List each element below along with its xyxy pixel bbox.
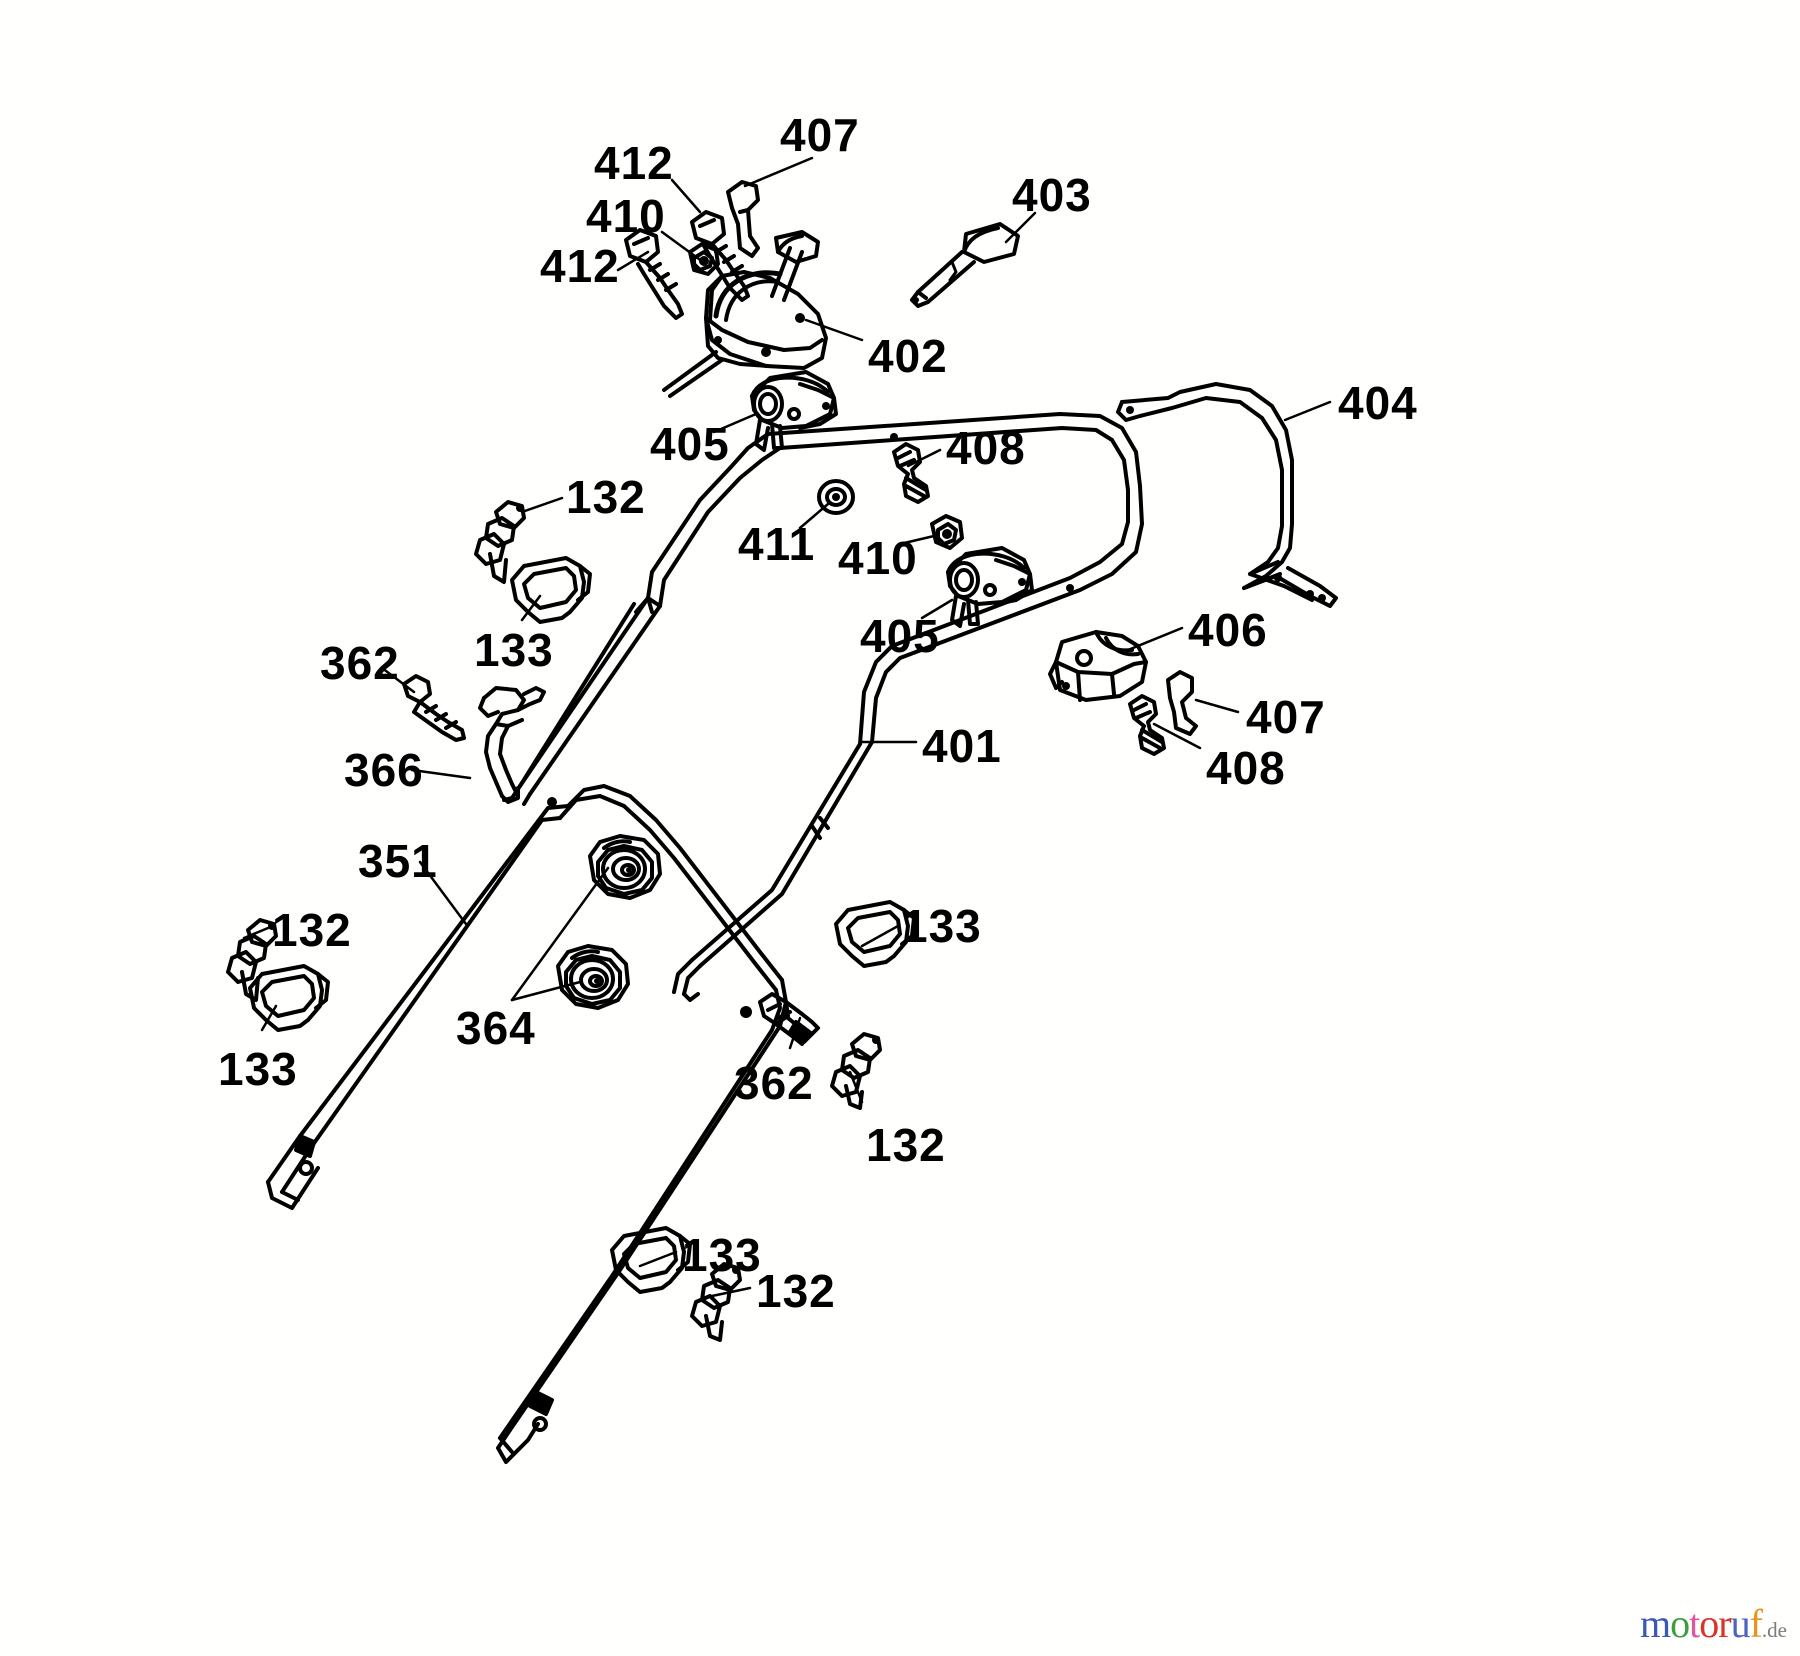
callout-411-10: 411: [738, 518, 816, 570]
callout-405-6: 405: [650, 418, 730, 470]
callout-412-3: 412: [540, 240, 620, 292]
callout-403-4: 403: [1012, 169, 1092, 221]
leader-line-133: [638, 1250, 678, 1268]
part-404-wire-bail: [1116, 382, 1338, 608]
part-410-nut-upper: [688, 242, 720, 276]
leader-line-405: [920, 598, 954, 620]
upper-handle-right-leg: [672, 740, 874, 1002]
leader-line-411: [798, 502, 830, 530]
leader-line-402: [804, 318, 864, 342]
callout-404-8: 404: [1338, 377, 1418, 429]
part-405-cable-clamp-upper: [750, 370, 838, 452]
part-403-t-bar: [910, 222, 1020, 308]
watermark-letter-3: o: [1699, 1601, 1719, 1646]
leader-line-408: [906, 448, 942, 468]
leader-line-408: [1152, 722, 1202, 750]
leader-line-133: [860, 924, 900, 948]
watermark-letter-4: r: [1718, 1601, 1731, 1646]
watermark-letter-1: o: [1670, 1601, 1690, 1646]
part-412-bolt-upper: [690, 210, 750, 302]
part-132-tie-bottom: [690, 1262, 742, 1342]
leader-line-407: [743, 156, 814, 188]
callout-362-15: 362: [320, 637, 400, 689]
part-364-knob-lower: [556, 944, 630, 1010]
part-133-clip-bottom: [610, 1226, 692, 1294]
leader-line-405: [712, 412, 758, 434]
watermark-suffix: .de: [1761, 1618, 1787, 1642]
part-362-screw-left: [402, 674, 466, 742]
part-366-bracket: [478, 686, 546, 804]
callout-351-20: 351: [358, 835, 438, 887]
part-406-cable-clip: [1048, 630, 1148, 702]
leader-line-362: [788, 1016, 802, 1050]
leader-line-366: [410, 768, 472, 780]
callout-366-19: 366: [344, 744, 424, 796]
leader-line-132: [710, 1286, 752, 1298]
leader-line-132: [848, 1070, 864, 1104]
leader-line-403: [1004, 211, 1037, 244]
watermark-letter-2: t: [1689, 1601, 1700, 1646]
part-407-wing-screw-right: [1166, 670, 1198, 736]
part-410-nut-lower: [930, 514, 964, 550]
leader-line-412: [670, 178, 702, 214]
part-407-wing-screw-top: [726, 180, 760, 258]
callout-412-1: 412: [594, 137, 674, 189]
leader-line-133: [260, 1004, 278, 1032]
callout-133-22: 133: [902, 900, 982, 952]
callout-408-18: 408: [1206, 742, 1286, 794]
part-364-knob-upper: [588, 834, 662, 900]
part-133-clip-right-mid: [834, 900, 916, 968]
leader-line-410: [898, 534, 936, 546]
watermark-letter-6: f: [1749, 1601, 1763, 1646]
leader-line-404: [1283, 400, 1332, 422]
callout-401-17: 401: [922, 720, 1002, 772]
leader-line-132: [520, 496, 564, 514]
part-412-bolt-lower: [624, 228, 684, 320]
leader-line-412: [616, 250, 650, 272]
part-408-screw-upper: [892, 442, 930, 504]
leader-line-364: [510, 866, 610, 1002]
watermark-letter-5: u: [1730, 1601, 1751, 1646]
part-362-screw-right: [758, 992, 820, 1046]
leader-line-410: [660, 230, 705, 264]
leader-line-362: [380, 666, 416, 694]
leader-line-364: [510, 980, 582, 1002]
callout-132-21: 132: [272, 904, 352, 956]
lower-handle-right-leg: [496, 978, 788, 1464]
callout-405-13: 405: [860, 610, 940, 662]
part-133-clip-left-lower: [248, 964, 330, 1032]
part-408-screw-lower: [1128, 694, 1166, 756]
callout-133-24: 133: [218, 1043, 298, 1095]
callout-408-7: 408: [946, 422, 1026, 474]
callout-410-11: 410: [838, 532, 918, 584]
upper-handle-left-leg: [502, 596, 662, 806]
leader-line-406: [1126, 626, 1184, 652]
callout-132-26: 132: [866, 1119, 946, 1171]
leader-line-133: [520, 594, 542, 622]
part-411-washer: [817, 479, 855, 515]
callout-407-0: 407: [780, 109, 860, 161]
watermark-letter-0: m: [1640, 1601, 1671, 1646]
callout-362-25: 362: [734, 1057, 814, 1109]
leader-line-132: [242, 926, 270, 940]
lower-handle-bar-351: [266, 784, 784, 1210]
part-133-clip-left-upper: [510, 556, 592, 624]
part-132-tie-left-upper: [474, 500, 526, 584]
leader-line-351: [418, 860, 468, 926]
callout-132-9: 132: [566, 471, 646, 523]
part-132-tie-right-mid: [830, 1032, 882, 1110]
callout-364-23: 364: [456, 1002, 536, 1054]
callout-133-27: 133: [682, 1229, 762, 1281]
leader-line-407: [1194, 698, 1240, 714]
callout-402-5: 402: [868, 330, 948, 382]
motoruf-watermark: motoruf.de: [1640, 1600, 1787, 1647]
callout-410-2: 410: [586, 190, 666, 242]
callout-132-28: 132: [756, 1265, 836, 1317]
callout-406-14: 406: [1188, 604, 1268, 656]
callout-133-12: 133: [474, 624, 554, 676]
part-405-cable-clamp-lower: [946, 546, 1034, 628]
callout-407-16: 407: [1246, 691, 1326, 743]
part-132-tie-left-lower: [226, 918, 278, 1002]
